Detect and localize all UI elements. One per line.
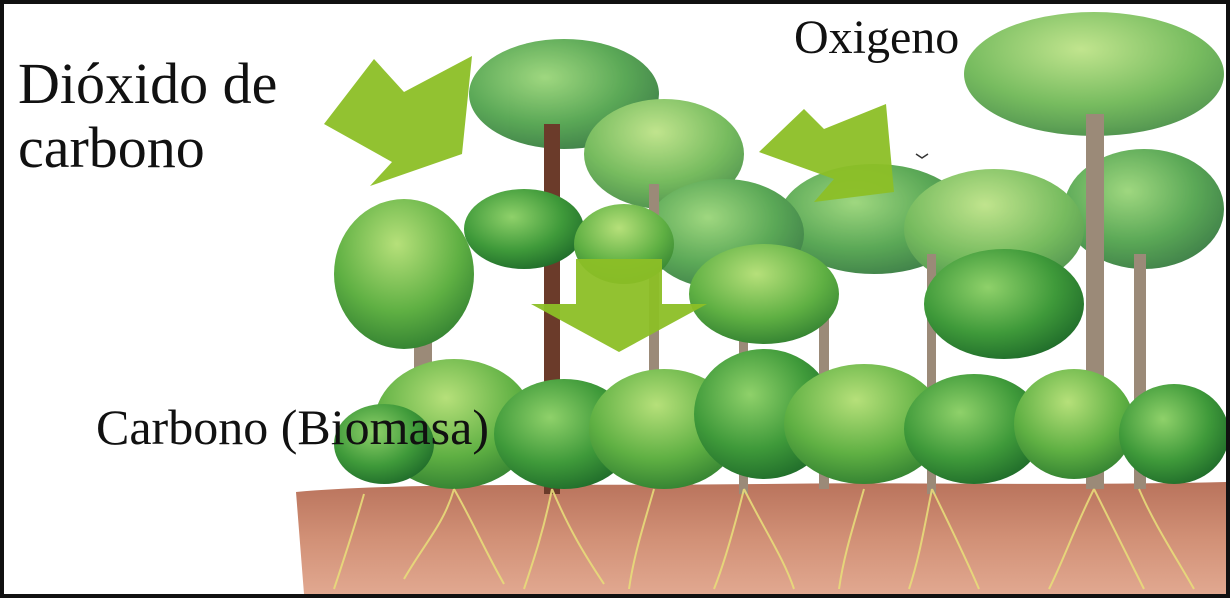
soil-layer [296, 482, 1226, 594]
carbon-dioxide-label-line2: carbono [18, 115, 205, 180]
bird-icon [916, 154, 928, 158]
oxygen-label: Oxigeno [794, 14, 959, 62]
carbon-dioxide-label-line1: Dióxido de [18, 51, 277, 116]
biomass-label: Carbono (Biomasa) [96, 402, 489, 452]
carbon-dioxide-label: Dióxido de carbono [18, 52, 348, 180]
